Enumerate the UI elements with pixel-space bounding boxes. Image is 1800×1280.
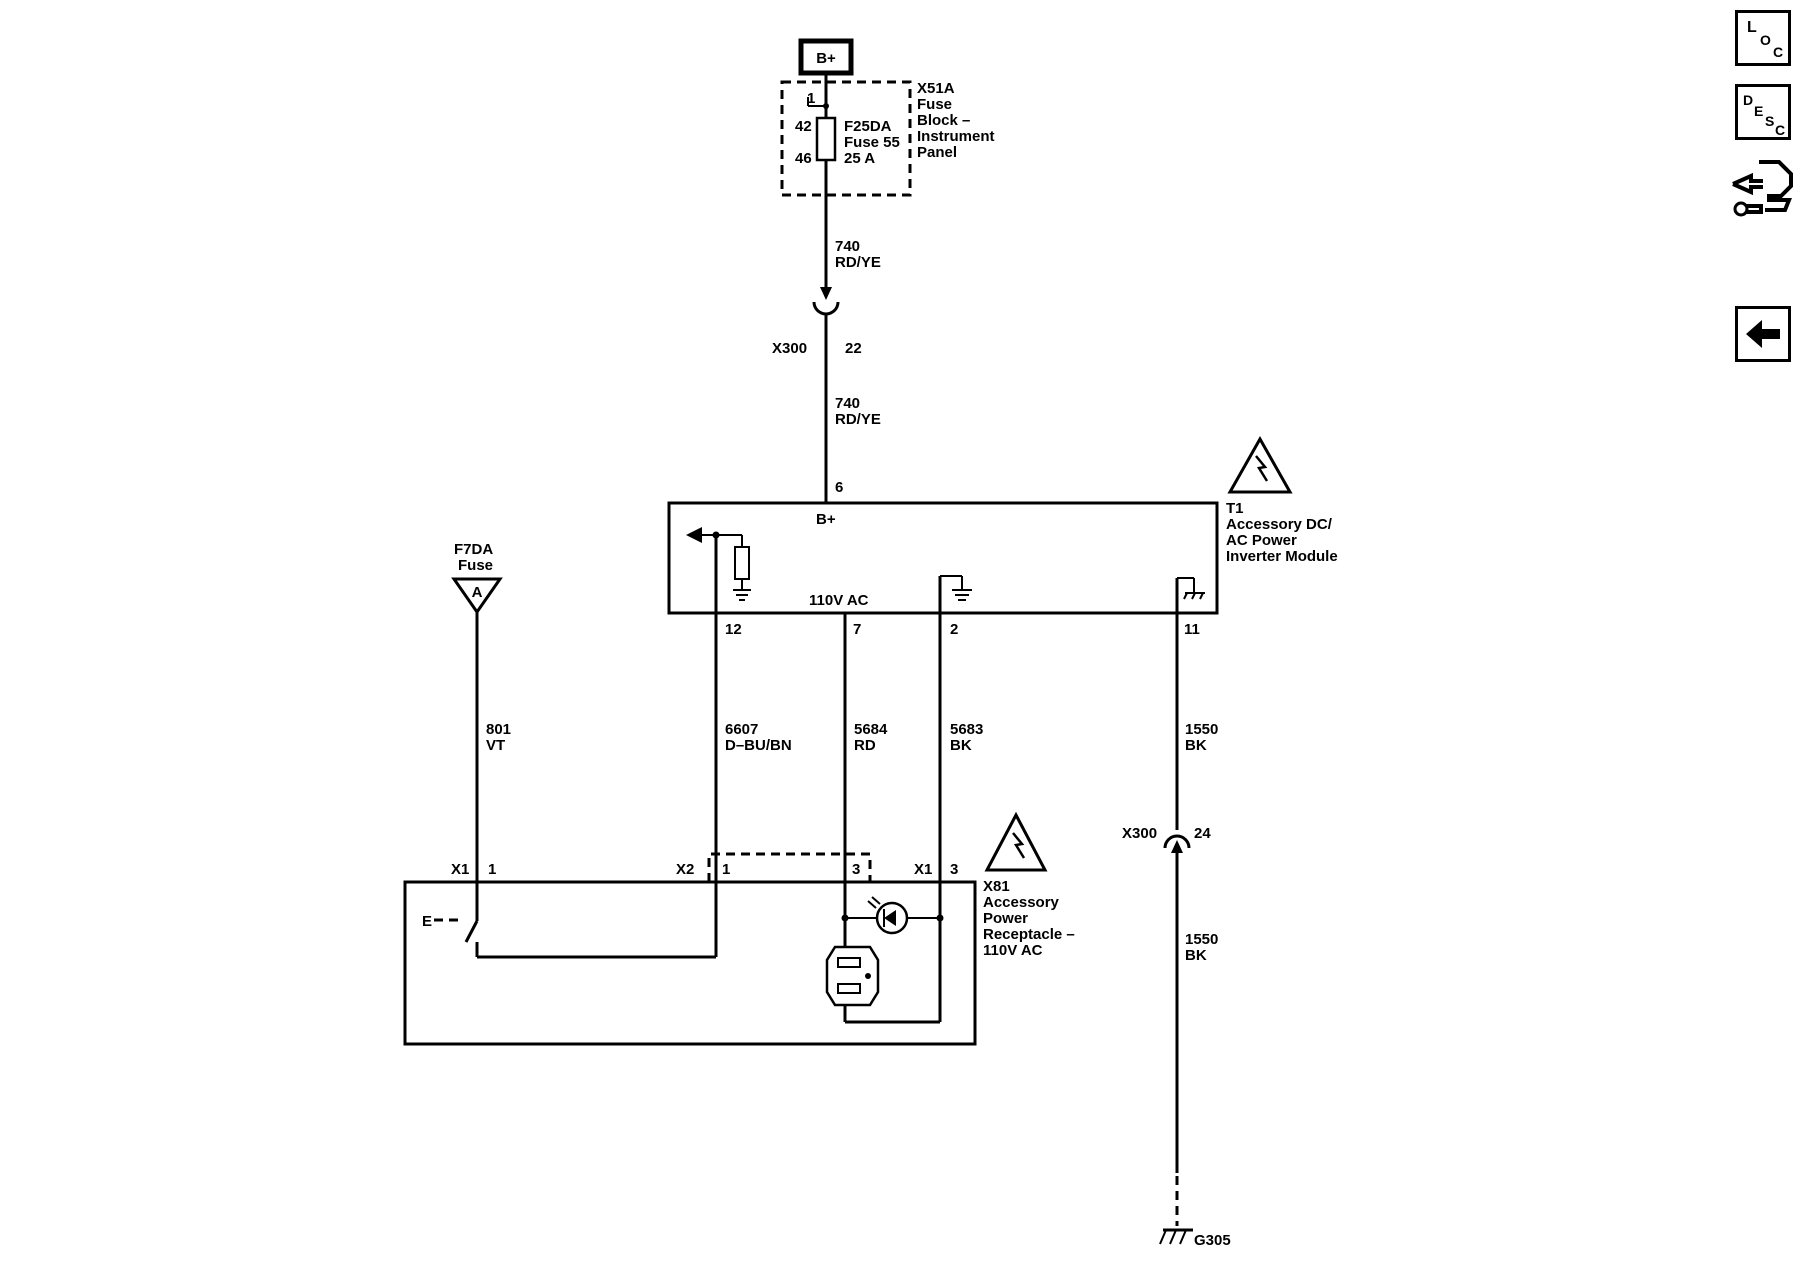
inverter-pin-2: 2 bbox=[950, 621, 958, 638]
fuse-f25da-symbol bbox=[815, 116, 837, 162]
ground-name: G305 bbox=[1194, 1232, 1231, 1249]
wire-740-lower-color: RD/YE bbox=[835, 411, 881, 428]
inverter-desc-1: Accessory DC/ bbox=[1226, 516, 1333, 533]
wire-6607-circuit: 6607 bbox=[725, 721, 758, 738]
wire-740-upper-color: RD/YE bbox=[835, 254, 881, 271]
ground-g305-icon bbox=[1159, 1228, 1193, 1245]
location-view-button[interactable]: L O C bbox=[1735, 10, 1791, 66]
inline-connector-x300-upper bbox=[812, 287, 840, 316]
inverter-pin-11: 11 bbox=[1184, 621, 1200, 638]
fuse-block-pin-46: 46 bbox=[795, 150, 812, 167]
inverter-desc-2: AC Power bbox=[1226, 532, 1297, 549]
high-voltage-warning-icon-receptacle bbox=[984, 811, 1048, 872]
wire-1550-upper-color: BK bbox=[1185, 737, 1207, 754]
receptacle-desc-3: Receptacle – bbox=[983, 926, 1075, 943]
receptacle-pin-x1-b: 3 bbox=[950, 861, 958, 878]
receptacle-conn-x1-b: X1 bbox=[914, 861, 932, 878]
receptacle-switch-letter: E bbox=[422, 913, 432, 930]
fuse-ref-label: Fuse bbox=[458, 557, 493, 574]
inverter-ac-label: 110V AC bbox=[809, 592, 869, 609]
x300-upper-name: X300 bbox=[772, 340, 807, 357]
receptacle-pin-3: 3 bbox=[852, 861, 860, 878]
receptacle-ref: X81 bbox=[983, 878, 1010, 895]
diagnostic-tools-button[interactable] bbox=[1731, 154, 1793, 226]
fuse-desc: Fuse 55 bbox=[844, 134, 900, 151]
inverter-pin-12: 12 bbox=[725, 621, 742, 638]
desc-letter-d: D bbox=[1743, 92, 1754, 108]
back-arrow-icon bbox=[1746, 320, 1780, 348]
loc-letter-c: C bbox=[1773, 44, 1784, 60]
inverter-pin-6: 6 bbox=[835, 479, 843, 496]
fuse-block-x51a: 1 42 46 F25DA Fuse 55 25 A bbox=[780, 80, 912, 200]
receptacle-desc-1: Accessory bbox=[983, 894, 1060, 911]
inverter-desc-3: Inverter Module bbox=[1226, 548, 1338, 565]
receptacle-desc-4: 110V AC bbox=[983, 942, 1043, 959]
wire-5683-circuit: 5683 bbox=[950, 721, 983, 738]
receptacle-pin-x2: 1 bbox=[722, 861, 730, 878]
inline-connector-x300-lower bbox=[1163, 834, 1191, 853]
bplus-label: B+ bbox=[816, 50, 836, 67]
inverter-module-t1: B+ 110V AC bbox=[667, 501, 1219, 615]
fuse-ref-letter: A bbox=[472, 584, 483, 601]
receptacle-pin-x1-a: 1 bbox=[488, 861, 496, 878]
hand-wrench-icon bbox=[1732, 160, 1793, 217]
wire-801-color: VT bbox=[486, 737, 505, 754]
wire-740-upper-circuit: 740 bbox=[835, 238, 860, 255]
fuse-ref-triangle-icon bbox=[451, 577, 503, 615]
description-view-button[interactable]: D E S C bbox=[1735, 84, 1791, 140]
fuse-block-desc-4: Panel bbox=[917, 144, 957, 161]
high-voltage-warning-icon bbox=[1227, 435, 1293, 494]
wire-5684-color: RD bbox=[854, 737, 876, 754]
fuse-block-desc-2: Block – bbox=[917, 112, 970, 129]
wire-1550-lower-circuit: 1550 bbox=[1185, 931, 1218, 948]
fuse-ref-name: F7DA bbox=[454, 541, 493, 558]
fuse-block-connector: X51A bbox=[917, 80, 955, 97]
fuse-block-desc-1: Fuse bbox=[917, 96, 952, 113]
wire-5683-color: BK bbox=[950, 737, 972, 754]
x300-upper-pin: 22 bbox=[845, 340, 862, 357]
fuse-block-desc-3: Instrument bbox=[917, 128, 995, 145]
ac-outlet-icon bbox=[825, 945, 880, 1007]
receptacle-conn-x1-a: X1 bbox=[451, 861, 469, 878]
desc-letter-e: E bbox=[1754, 103, 1764, 119]
wire-1550-lower-color: BK bbox=[1185, 947, 1207, 964]
receptacle-x81 bbox=[403, 852, 977, 1046]
loc-letter-l: L bbox=[1747, 19, 1757, 36]
receptacle-desc-2: Power bbox=[983, 910, 1028, 927]
fuse-block-pin-42: 42 bbox=[795, 118, 812, 135]
desc-letter-s: S bbox=[1765, 113, 1775, 129]
inverter-bplus-label: B+ bbox=[816, 511, 836, 528]
wire-5684-circuit: 5684 bbox=[854, 721, 888, 738]
wire-1550-upper-circuit: 1550 bbox=[1185, 721, 1218, 738]
desc-letter-c: C bbox=[1775, 122, 1786, 138]
wire-801-circuit: 801 bbox=[486, 721, 511, 738]
fuse-name: F25DA bbox=[844, 118, 892, 135]
receptacle-conn-x2: X2 bbox=[676, 861, 694, 878]
inverter-ref: T1 bbox=[1226, 500, 1244, 517]
x300-lower-name: X300 bbox=[1122, 825, 1157, 842]
x300-lower-pin: 24 bbox=[1194, 825, 1211, 842]
back-button[interactable] bbox=[1735, 306, 1791, 362]
fuse-rating: 25 A bbox=[844, 150, 875, 167]
bplus-source: B+ bbox=[798, 38, 854, 76]
fuse-block-pin-top: 1 bbox=[807, 90, 815, 107]
wire-6607-color: D–BU/BN bbox=[725, 737, 792, 754]
inverter-pin-7: 7 bbox=[853, 621, 861, 638]
loc-letter-o: O bbox=[1760, 32, 1771, 48]
wire-740-lower-circuit: 740 bbox=[835, 395, 860, 412]
